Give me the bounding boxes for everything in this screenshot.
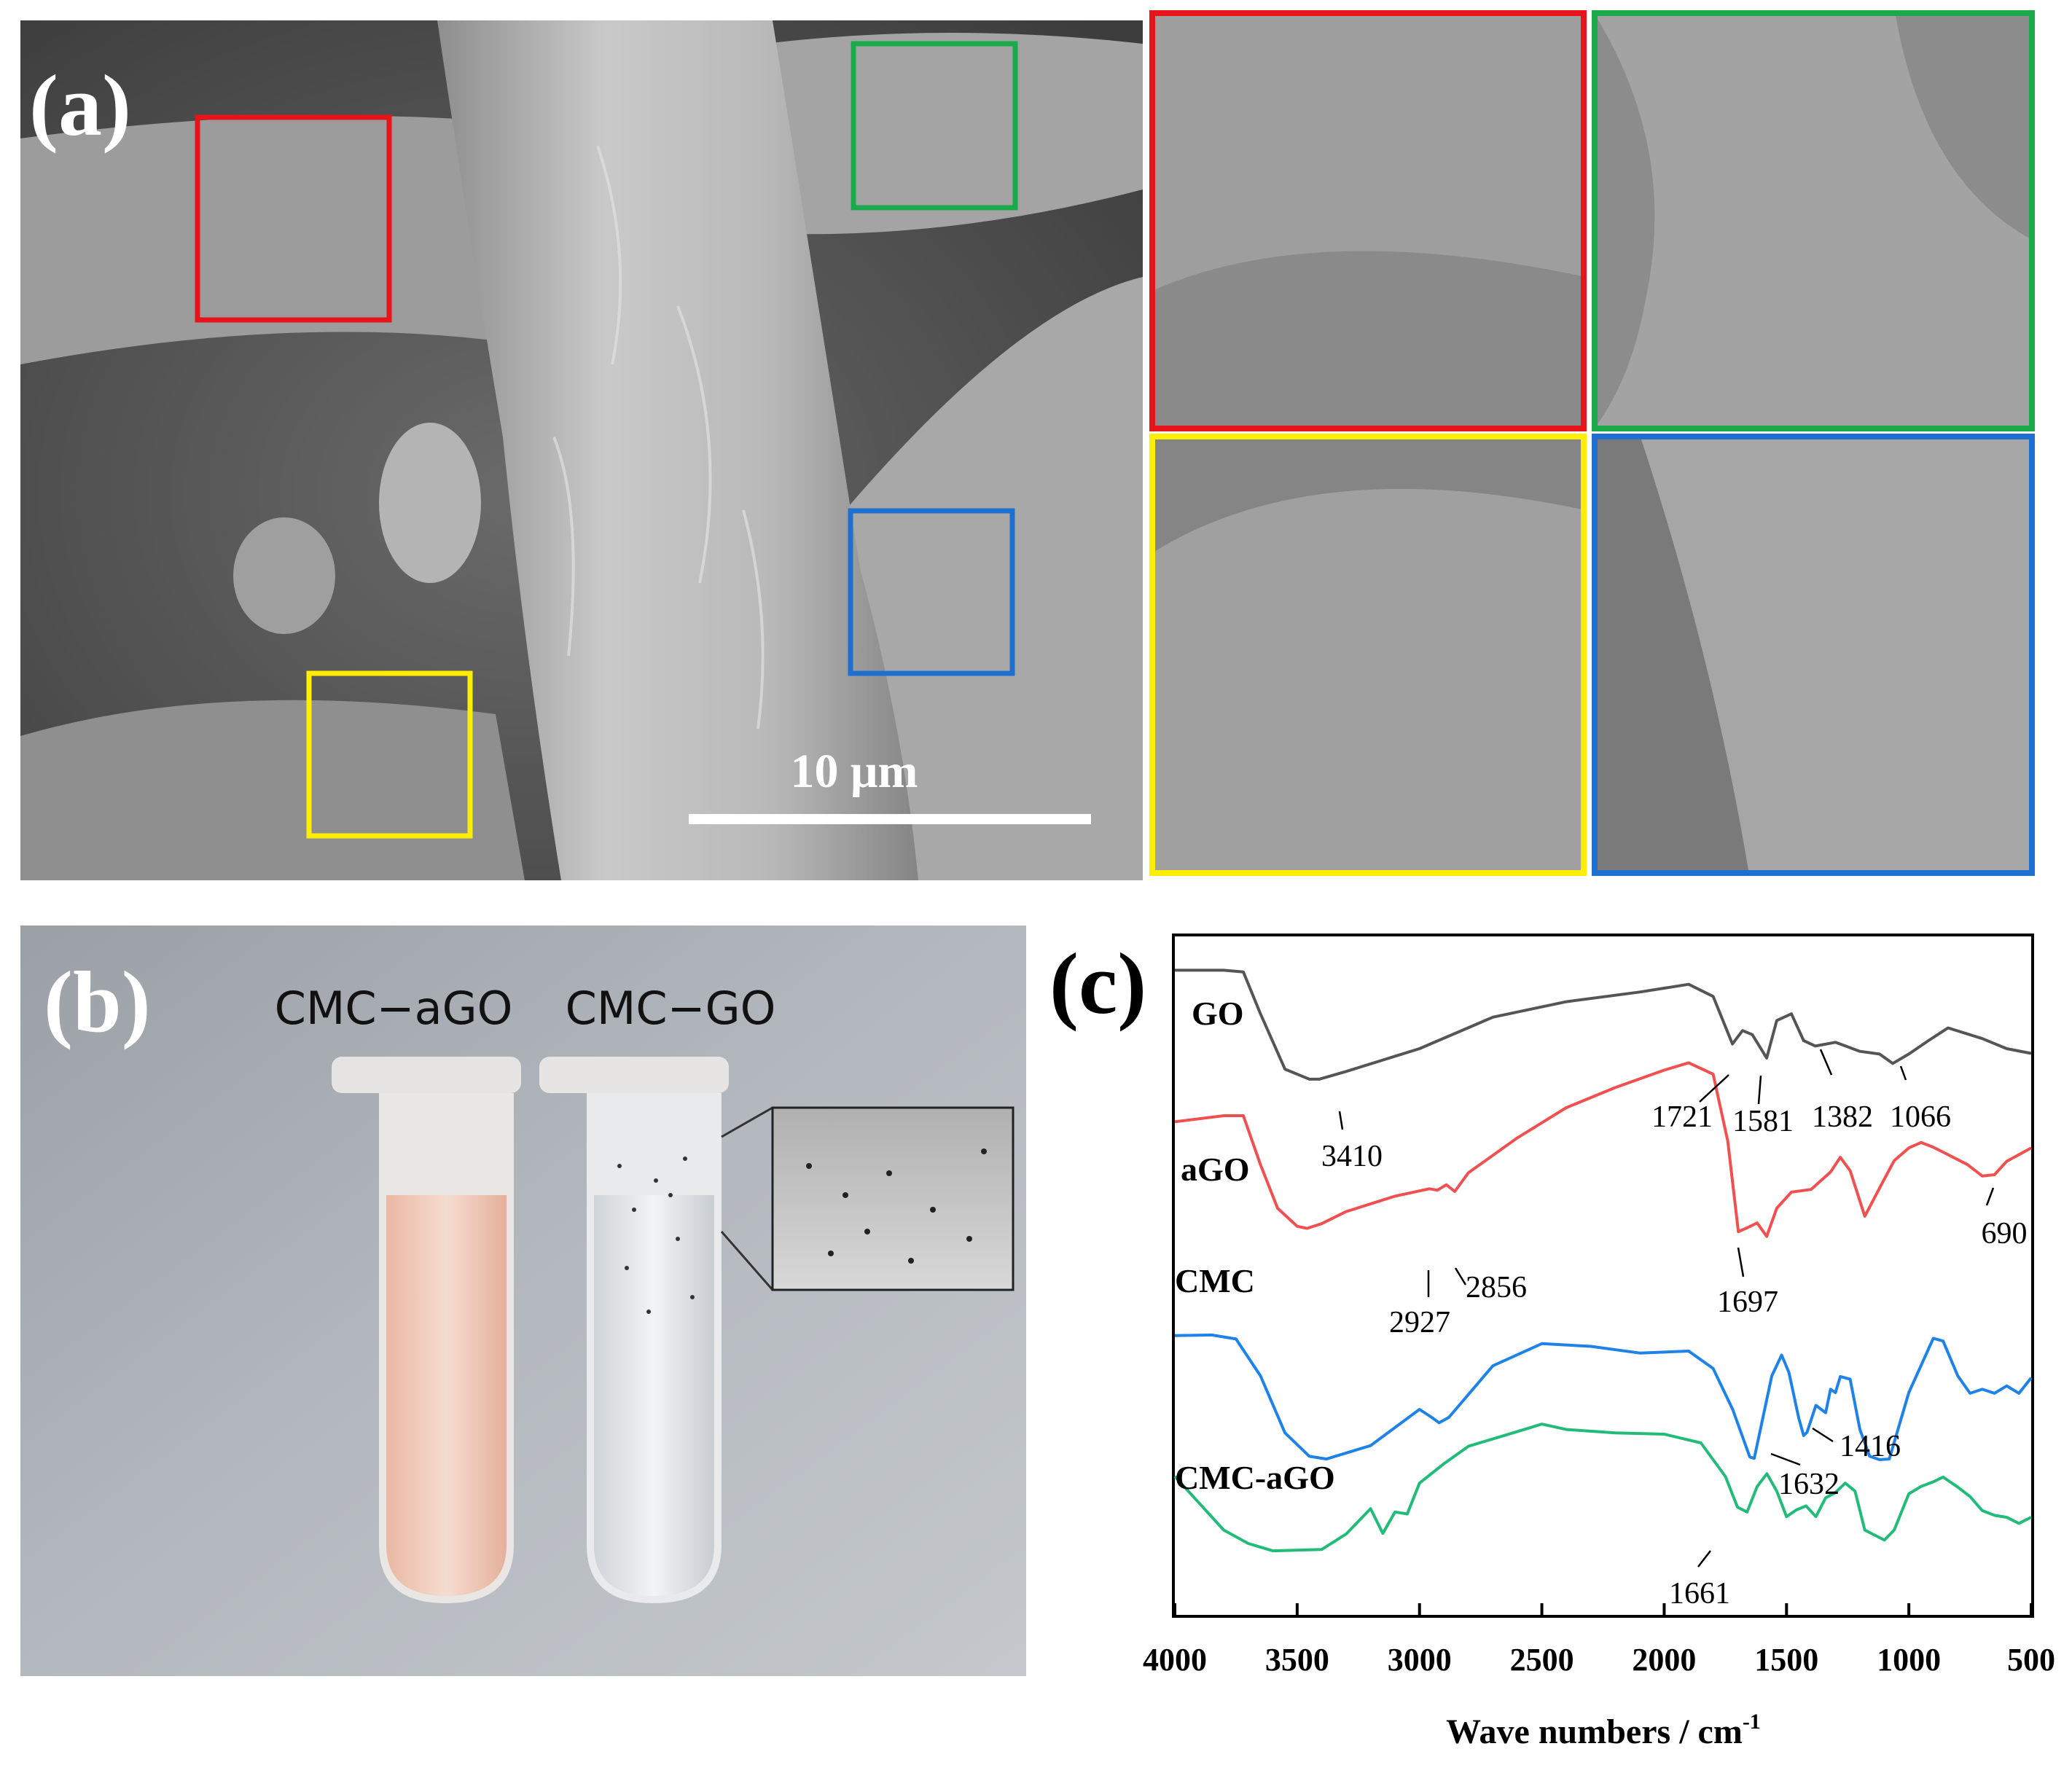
x-tick-label-1500: 1500 xyxy=(1754,1642,1818,1678)
arrow-1721 xyxy=(1699,1074,1729,1103)
scale-bar xyxy=(689,814,1091,824)
tube-left-liquid xyxy=(386,1195,507,1596)
panel-c-letter: (c) xyxy=(1049,935,1146,1032)
panel-b-letter: (b) xyxy=(44,953,151,1050)
sem-fiber-central xyxy=(437,20,918,880)
inset-yellow-texture xyxy=(1151,435,1585,554)
arrow-1416 xyxy=(1812,1427,1834,1443)
series-line-cmc xyxy=(1174,1333,2033,1461)
inset-green-texture xyxy=(1593,12,2033,430)
inset-red-texture xyxy=(1151,251,1585,430)
arrow-1697 xyxy=(1737,1247,1745,1277)
series-line-ago xyxy=(1174,1061,2032,1238)
arrow-1661 xyxy=(1697,1550,1711,1568)
tube-label-cmc-go: CMC−GO xyxy=(566,982,776,1035)
inset-blue-frame xyxy=(1592,434,2035,876)
chart-series-group xyxy=(1173,968,2033,1553)
series-line-go xyxy=(1175,968,2032,1081)
peak-label-2927: 2927 xyxy=(1389,1306,1450,1339)
x-tick-label-2500: 2500 xyxy=(1510,1642,1574,1678)
sem-fiber-upper-left xyxy=(20,115,525,364)
x-tick-label-500: 500 xyxy=(2007,1642,2055,1678)
peak-label-1721: 1721 xyxy=(1651,1100,1713,1134)
sem-fiber-upper-right xyxy=(765,33,1143,235)
panel-a-letter: (a) xyxy=(29,57,131,154)
photo-background xyxy=(20,925,1026,1676)
zoom-callout-lines xyxy=(720,1106,774,1291)
series-label-cmc-ago: CMC-aGO xyxy=(1175,1459,1335,1496)
zoom-inset xyxy=(771,1106,1015,1291)
zoom-inset-particles xyxy=(806,1148,987,1264)
series-label-cmc: CMC xyxy=(1175,1262,1255,1299)
scale-bar-label: 10 μm xyxy=(791,745,918,798)
roi-box-green xyxy=(851,41,1018,211)
arrow-1066 xyxy=(1899,1065,1907,1081)
arrow-3410 xyxy=(1338,1111,1344,1130)
roi-box-blue xyxy=(848,508,1015,676)
x-tick-label-3000: 3000 xyxy=(1388,1642,1452,1678)
peak-label-1581: 1581 xyxy=(1732,1105,1794,1138)
tube-right-particles xyxy=(617,1157,695,1314)
sem-fiber-lower-right xyxy=(835,277,1143,880)
x-tick-label-3500: 3500 xyxy=(1265,1642,1329,1678)
peak-label-3410: 3410 xyxy=(1321,1140,1383,1173)
peak-label-690: 690 xyxy=(1982,1217,2028,1251)
chart-plot-frame xyxy=(1172,934,2034,1618)
peak-label-1382: 1382 xyxy=(1812,1100,1873,1134)
x-tick-label-1000: 1000 xyxy=(1877,1642,1941,1678)
panel-a: 10 μm (a) xyxy=(20,20,1143,880)
x-axis-title-sup: -1 xyxy=(1743,1710,1761,1734)
arrow-1632 xyxy=(1770,1452,1801,1466)
roi-box-yellow xyxy=(306,670,473,839)
arrow-1382 xyxy=(1819,1049,1833,1076)
tube-label-cmc-ago: CMC−aGO xyxy=(275,982,513,1035)
peak-label-1416: 1416 xyxy=(1840,1430,1901,1463)
tube-right-liquid xyxy=(594,1195,714,1596)
arrow-1581 xyxy=(1757,1075,1762,1105)
arrow-2856 xyxy=(1454,1267,1467,1285)
panel-c: 4000 3500 3000 2500 2000 1500 1000 500 GO aGO C… xyxy=(1049,934,2055,1751)
x-tick-label-2000: 2000 xyxy=(1632,1642,1696,1678)
series-label-ago: aGO xyxy=(1181,1151,1250,1188)
sem-fiber-wrinkles xyxy=(552,145,765,729)
panel-b: CMC−aGO CMC−GO (b) xyxy=(20,925,1026,1676)
panel-a-insets xyxy=(1149,10,2035,876)
x-axis-title: Wave numbers / cm-1 xyxy=(1446,1710,1761,1751)
inset-blue-texture xyxy=(1593,435,1749,874)
peak-label-1661: 1661 xyxy=(1669,1577,1730,1611)
chart-x-ticks: 4000 3500 3000 2500 2000 1500 1000 500 xyxy=(1143,1603,2055,1678)
sem-particle-2 xyxy=(233,517,335,634)
peak-label-1066: 1066 xyxy=(1890,1100,1951,1134)
inset-red-frame xyxy=(1149,10,1587,431)
x-axis-title-main: Wave numbers / cm xyxy=(1446,1713,1743,1751)
sem-particle-1 xyxy=(379,423,481,583)
inset-green-frame xyxy=(1592,10,2035,431)
peak-label-1632: 1632 xyxy=(1778,1468,1840,1501)
tube-cap-left xyxy=(332,1057,521,1093)
series-line-cmc-ago xyxy=(1173,1422,2032,1553)
peak-annotations xyxy=(1338,1049,1995,1568)
arrow-690 xyxy=(1985,1187,1995,1206)
series-label-go: GO xyxy=(1192,995,1244,1032)
peak-label-2856: 2856 xyxy=(1466,1271,1527,1304)
inset-yellow-frame xyxy=(1149,434,1587,876)
sem-fiber-lower-left xyxy=(20,700,525,880)
tube-cap-right xyxy=(539,1057,729,1093)
roi-box-red xyxy=(195,114,392,323)
x-tick-label-4000: 4000 xyxy=(1143,1642,1207,1678)
peak-label-1697: 1697 xyxy=(1717,1285,1778,1319)
